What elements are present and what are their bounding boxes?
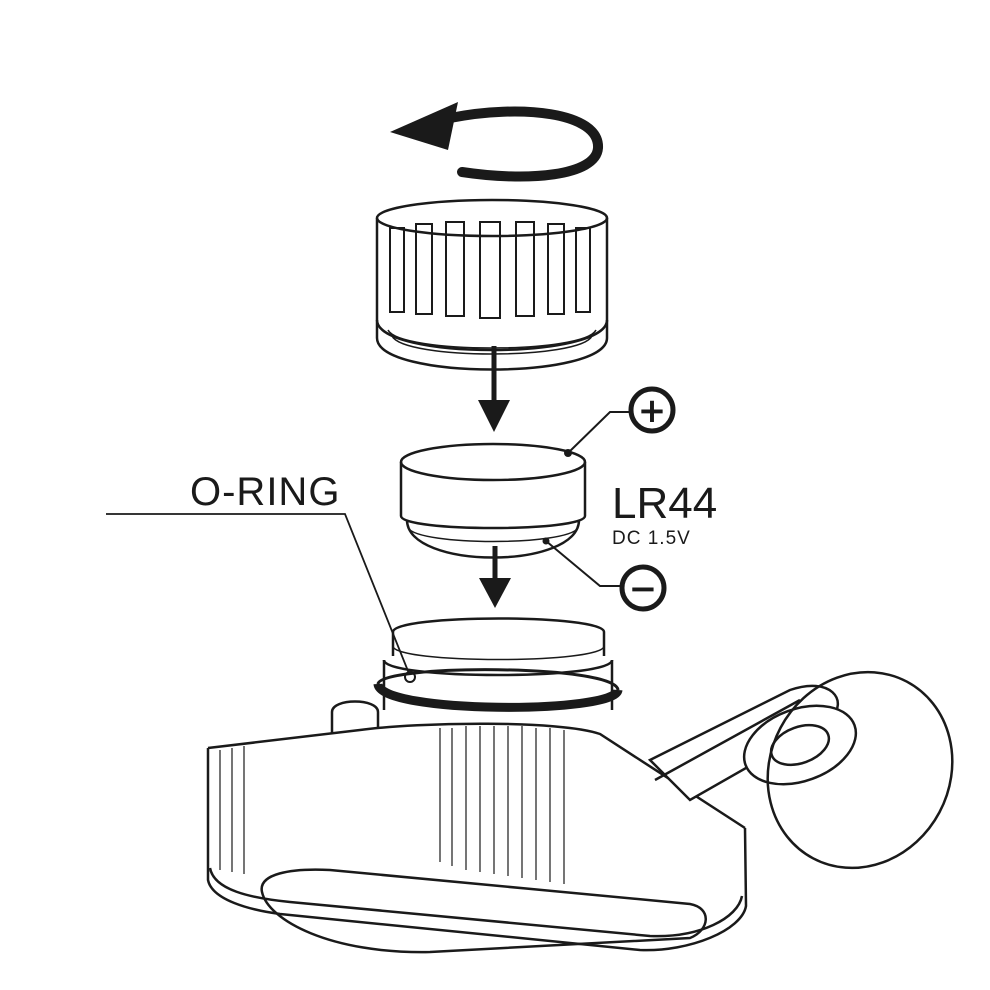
negative-symbol: − <box>629 569 658 609</box>
oring <box>373 682 623 712</box>
oring-label: O-RING <box>190 470 340 514</box>
battery-model-label: LR44 <box>612 479 717 528</box>
battery-voltage-label: DC 1.5V <box>612 528 691 549</box>
positive-terminal-callout: + <box>564 386 676 457</box>
cap-knurl-grooves <box>389 221 591 319</box>
rotate-counterclockwise-icon <box>390 102 603 182</box>
suction-cup-mount <box>647 670 954 870</box>
oring-leader-line <box>106 513 411 677</box>
button-cell-battery <box>399 442 587 559</box>
positive-symbol: + <box>638 391 667 431</box>
insert-arrow-icon <box>478 346 510 432</box>
device-body <box>206 617 748 954</box>
negative-terminal-callout: − <box>542 537 667 612</box>
battery-cap <box>375 198 609 371</box>
insert-arrow-icon <box>479 546 511 608</box>
